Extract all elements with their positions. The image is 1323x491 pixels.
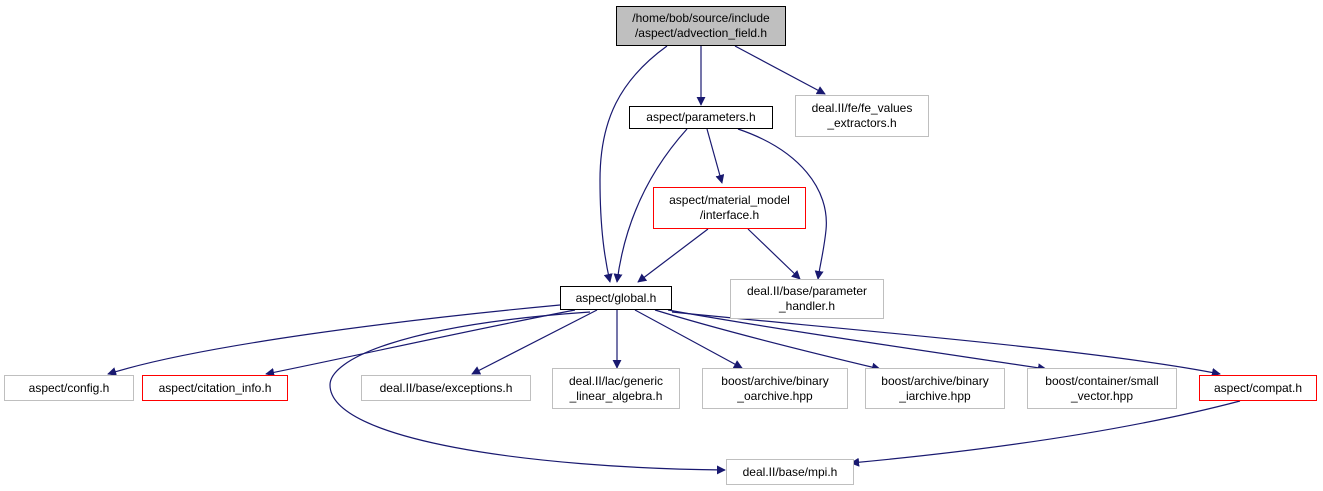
node-label-line2: _oarchive.hpp <box>737 388 813 403</box>
node-exceptions[interactable]: deal.II/base/exceptions.h <box>361 375 531 401</box>
node-config[interactable]: aspect/config.h <box>4 375 134 401</box>
edge-global-to-small-vector <box>667 309 1047 373</box>
node-label: deal.II/base/mpi.h <box>742 464 838 479</box>
node-label-line1: /home/bob/source/include <box>632 11 770 25</box>
node-small-vector[interactable]: boost/container/small _vector.hpp <box>1027 368 1177 409</box>
node-mpi[interactable]: deal.II/base/mpi.h <box>726 459 854 485</box>
node-binary-oarchive[interactable]: boost/archive/binary _oarchive.hpp <box>702 368 848 409</box>
node-label-line2: _iarchive.hpp <box>899 388 971 403</box>
node-label-line2: _handler.h <box>778 299 836 313</box>
edge-global-to-exceptions <box>471 309 598 375</box>
node-label-line1: deal.II/base/parameter <box>746 284 868 298</box>
node-global[interactable]: aspect/global.h <box>560 286 672 310</box>
node-compat[interactable]: aspect/compat.h <box>1199 375 1317 401</box>
edge-parameters-to-parameter-handler <box>737 128 827 280</box>
node-parameters[interactable]: aspect/parameters.h <box>629 106 773 129</box>
edge-global-to-binary-oarchive <box>634 309 743 369</box>
node-label: deal.II/base/exceptions.h <box>379 380 513 395</box>
node-generic-linear-algebra[interactable]: deal.II/lac/generic _linear_algebra.h <box>552 368 680 409</box>
node-label-line2: /aspect/advection_field.h <box>634 26 768 40</box>
node-label: aspect/global.h <box>575 290 657 305</box>
node-binary-iarchive[interactable]: boost/archive/binary _iarchive.hpp <box>865 368 1005 409</box>
edge-global-to-citation-info <box>265 309 576 377</box>
edge-parameters-to-material-model <box>706 128 725 184</box>
node-label: aspect/compat.h <box>1213 380 1303 395</box>
edge-global-to-config <box>107 304 561 376</box>
node-label-line2: _linear_algebra.h <box>569 388 663 403</box>
node-label-line1: aspect/material_model <box>669 193 790 207</box>
node-label-line1: deal.II/lac/generic <box>568 373 664 388</box>
edge-material-model-to-global <box>637 228 709 283</box>
edge-material-model-to-parameter-handler <box>747 228 801 280</box>
node-label: aspect/parameters.h <box>646 110 756 124</box>
node-label: aspect/config.h <box>28 380 110 395</box>
node-parameter-handler[interactable]: deal.II/base/parameter _handler.h <box>730 279 884 319</box>
node-label-line1: boost/container/small <box>1045 373 1159 388</box>
node-label-line2: _extractors.h <box>827 116 897 130</box>
node-label-line1: boost/archive/binary <box>721 373 829 388</box>
node-label-line2: _vector.hpp <box>1070 388 1134 403</box>
node-label-line2: /interface.h <box>699 208 760 222</box>
edge-parameters-to-global <box>613 128 688 283</box>
node-label: aspect/citation_info.h <box>158 380 272 395</box>
edge-compat-to-mpi <box>850 400 1241 467</box>
edge-advection-field-to-global <box>599 45 668 283</box>
edge-global-to-binary-iarchive <box>654 309 881 372</box>
node-fe-values-extractors[interactable]: deal.II/fe/fe_values _extractors.h <box>795 95 929 137</box>
edge-advection-field-to-fe-values <box>734 45 826 95</box>
node-label-line1: deal.II/fe/fe_values <box>811 101 913 115</box>
edge-global-to-compat <box>671 311 1221 377</box>
edge-global-to-mpi <box>329 311 726 475</box>
node-advection-field[interactable]: /home/bob/source/include /aspect/advecti… <box>616 6 786 46</box>
node-material-model-interface[interactable]: aspect/material_model /interface.h <box>653 187 806 229</box>
node-label-line1: boost/archive/binary <box>881 373 989 388</box>
node-citation-info[interactable]: aspect/citation_info.h <box>142 375 288 401</box>
